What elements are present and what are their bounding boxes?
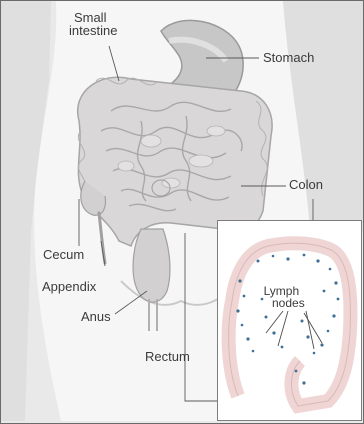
anus-label: Anus bbox=[81, 310, 111, 324]
inset-colon-illustration bbox=[218, 221, 361, 420]
lymph-nodes-label: Lymph nodes bbox=[258, 285, 305, 309]
colon-label: Colon bbox=[289, 178, 323, 192]
small-intestine-label: Small intestine bbox=[63, 11, 117, 37]
cecum-label: Cecum bbox=[43, 248, 84, 262]
rectum-shape bbox=[133, 229, 170, 302]
lymph-node-dots bbox=[236, 254, 339, 385]
appendix-label: Appendix bbox=[42, 280, 96, 294]
rectum-label: Rectum bbox=[145, 350, 190, 364]
stomach-label: Stomach bbox=[263, 51, 314, 65]
lymph-node-inset: Lymph nodes bbox=[217, 220, 362, 421]
